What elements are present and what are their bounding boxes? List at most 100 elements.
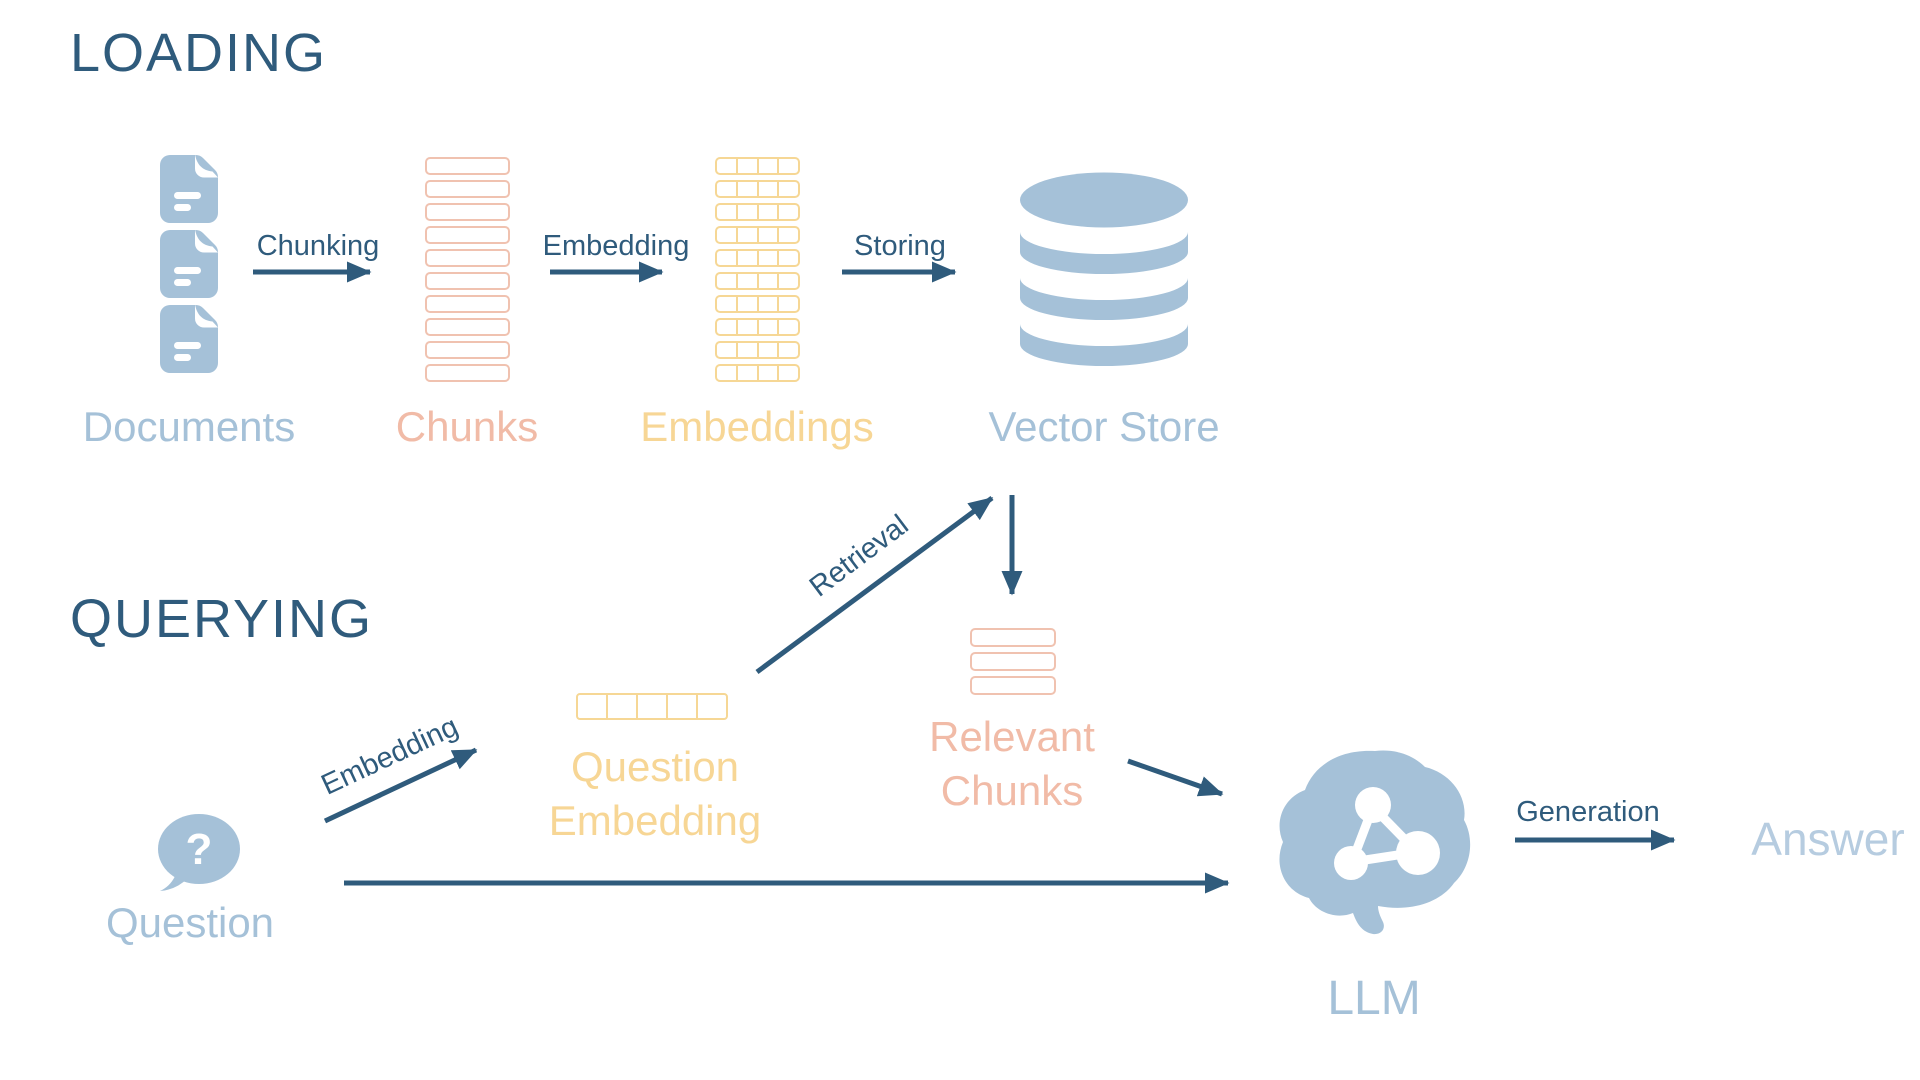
embedding-cell [777, 320, 798, 334]
embedding-row [715, 203, 800, 221]
embedding-cell [717, 159, 736, 173]
question-mark: ? [186, 825, 213, 874]
question-embedding-label: Question Embedding [515, 740, 795, 848]
embedding-row [715, 318, 800, 336]
relevant-chunk-row [970, 652, 1056, 671]
embedding-row [715, 295, 800, 313]
embedding-cell [756, 320, 778, 334]
question-embedding-cell [636, 695, 666, 718]
question-embedding-strip [576, 693, 728, 720]
relevant-chunk-row [970, 628, 1056, 647]
embedding-cell [735, 228, 757, 242]
chunks-label: Chunks [395, 403, 539, 450]
embedding-row [715, 249, 800, 267]
embedding-cell [717, 366, 736, 380]
embedding-cell [777, 182, 798, 196]
embedding-cell [735, 274, 757, 288]
chunk-row [425, 364, 510, 382]
embedding-cell [756, 182, 778, 196]
embedding-cell [777, 251, 798, 265]
chunk-row [425, 203, 510, 221]
question-label: Question [105, 899, 275, 946]
answer-label: Answer [1751, 813, 1905, 865]
embedding-cell [756, 251, 778, 265]
document-icon [160, 305, 218, 373]
question-embedding-label-line2: Embedding [548, 796, 762, 844]
embedding-cell [717, 274, 736, 288]
chunk-row [425, 226, 510, 244]
documents-label: Documents [82, 403, 296, 450]
retrieval-arrow [755, 495, 994, 675]
chunk-row [425, 249, 510, 267]
embedding-cell [735, 251, 757, 265]
llm-label: LLM [1327, 972, 1421, 1025]
embedding-cell [717, 343, 736, 357]
embedding-row [715, 157, 800, 175]
embedding-cell [756, 343, 778, 357]
question-embedding-cell [666, 695, 696, 718]
embedding-row [715, 226, 800, 244]
embedding-cell [756, 366, 778, 380]
embedding-cell [717, 251, 736, 265]
embedding-cell [735, 297, 757, 311]
document-icon [160, 230, 218, 298]
storing-arrow-label: Storing [854, 230, 946, 262]
chunking-arrow-label: Chunking [256, 230, 380, 262]
embeddings-label: Embeddings [640, 403, 874, 450]
embedding-cell [777, 159, 798, 173]
embedding-cell [735, 343, 757, 357]
chunk-row [425, 180, 510, 198]
embedding-cell [717, 228, 736, 242]
chunk-row [425, 341, 510, 359]
embedding-cell [735, 205, 757, 219]
embedding-cell [717, 182, 736, 196]
database-icon [1020, 172, 1188, 366]
embedding-cell [756, 159, 778, 173]
relevant-chunks-stack [970, 628, 1056, 700]
loading-title: LOADING [70, 23, 328, 83]
embedding-cell [756, 228, 778, 242]
chunk-row [425, 157, 510, 175]
embedding-cell [777, 343, 798, 357]
embedding-cell [717, 320, 736, 334]
embedding-cell [756, 274, 778, 288]
chunk-row [425, 318, 510, 336]
embedding-cell [717, 205, 736, 219]
embedding-row [715, 272, 800, 290]
vector-store-label: Vector Store [988, 403, 1220, 450]
embedding-row [715, 180, 800, 198]
brain-icon [1279, 750, 1471, 935]
embedding-cell [777, 366, 798, 380]
embedding-row [715, 364, 800, 382]
embedding-cell [735, 159, 757, 173]
question-embedding-cell [578, 695, 606, 718]
querying-title: QUERYING [70, 589, 374, 649]
documents-stack [160, 155, 218, 380]
chunks-stack [425, 157, 510, 387]
embedding-cell [735, 366, 757, 380]
embedding-arrow-label: Embedding [542, 230, 690, 262]
question-bubble-icon: ? [158, 814, 240, 891]
question-embedding-label-line1: Question [570, 743, 740, 790]
relevant-chunks-label-line1: Relevant [929, 713, 1095, 760]
embedding-cell [777, 205, 798, 219]
question-embedding-cell [606, 695, 636, 718]
embedding-cell [756, 297, 778, 311]
embedding-row [715, 341, 800, 359]
embedding-cell [756, 205, 778, 219]
embedding-cell [777, 228, 798, 242]
embedding-cell [777, 274, 798, 288]
generation-arrow-label: Generation [1516, 796, 1660, 828]
relevant-chunks-label-line2: Chunks [940, 766, 1084, 814]
embedding-cell [735, 320, 757, 334]
question-embedding-arrow [323, 747, 478, 824]
relevant-chunks-label: Relevant Chunks [872, 710, 1152, 818]
document-icon [160, 155, 218, 223]
chunk-row [425, 295, 510, 313]
relevant-chunk-row [970, 676, 1056, 695]
embeddings-grid [715, 157, 800, 387]
question-embedding-cell [696, 695, 726, 718]
embedding-cell [735, 182, 757, 196]
